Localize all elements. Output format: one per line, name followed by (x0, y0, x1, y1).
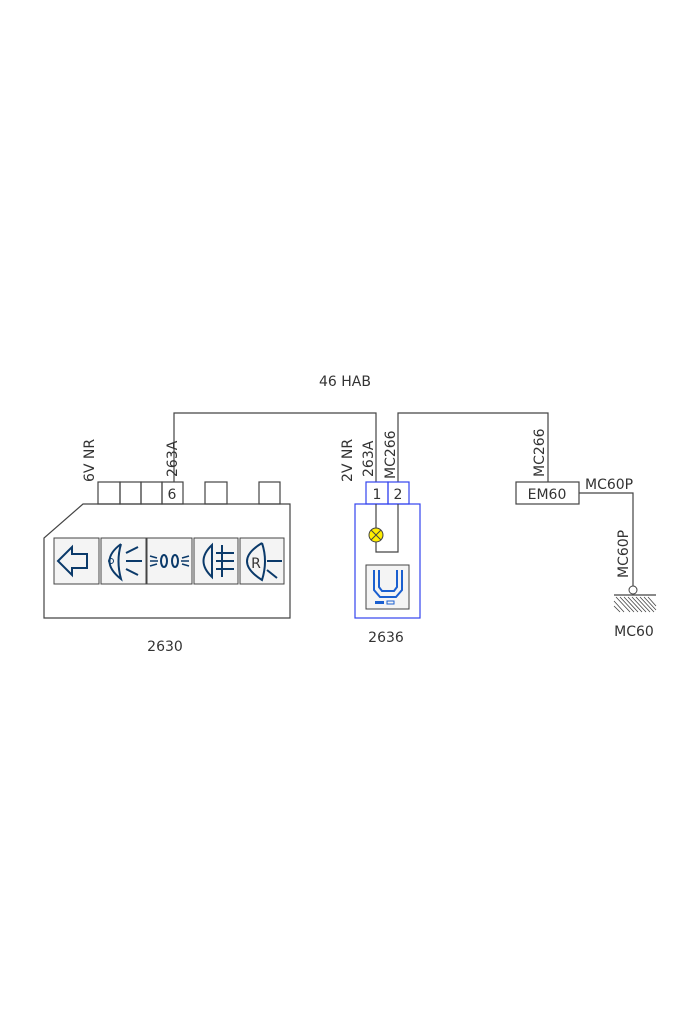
wire-label-6v-nr: 6V NR (82, 439, 98, 482)
pin-box (258, 481, 281, 505)
wire-label-mc60p: MC60P (585, 477, 633, 493)
turn-signal-icon (53, 537, 100, 585)
wire-label-263a: 263A (165, 440, 181, 477)
sidelight-icon (146, 537, 193, 585)
component-ref: 2636 (368, 630, 404, 646)
internal-wire (375, 504, 399, 553)
pin-number: 6 (168, 487, 177, 503)
wire-label-mc266: MC266 (383, 430, 399, 479)
wire-label-mc60p-vertical: MC60P (616, 530, 632, 578)
wire-263A (173, 412, 377, 482)
harness-label: 46 HAB (319, 374, 371, 390)
wire-label-2v-nr: 2V NR (340, 439, 356, 482)
pin-box (140, 481, 163, 505)
pin-box (119, 481, 142, 505)
lamp-icon (368, 527, 384, 543)
reverse-light-icon: R (239, 537, 285, 585)
wire-label-mc266: MC266 (532, 428, 548, 477)
rear-fog-icon (193, 537, 239, 585)
component-ref: 2630 (147, 639, 183, 655)
component-2636: 2V NR 263A MC266 1 2 2636 (340, 430, 421, 646)
main-beam-icon (100, 537, 147, 585)
ground-symbol-icon: MC60 (613, 585, 657, 640)
splice-ref: EM60 (528, 487, 567, 503)
reverse-letter: R (251, 556, 261, 572)
pin-box (204, 481, 228, 505)
seat-heater-icon (365, 564, 410, 610)
pin-box (97, 481, 121, 505)
switch-body (43, 503, 291, 619)
wire-label-263a: 263A (361, 440, 377, 477)
ground-splice-em60: MC266 EM60 MC60P MC60P (515, 428, 634, 586)
pin-number: 2 (394, 487, 403, 503)
ground-ref: MC60 (614, 624, 654, 640)
pin-number: 1 (373, 487, 382, 503)
switch-body (354, 503, 421, 619)
wire-MC60P (579, 492, 634, 586)
component-2630: 6V NR 263A 6 (43, 439, 291, 655)
wire-MC266 (397, 412, 549, 482)
